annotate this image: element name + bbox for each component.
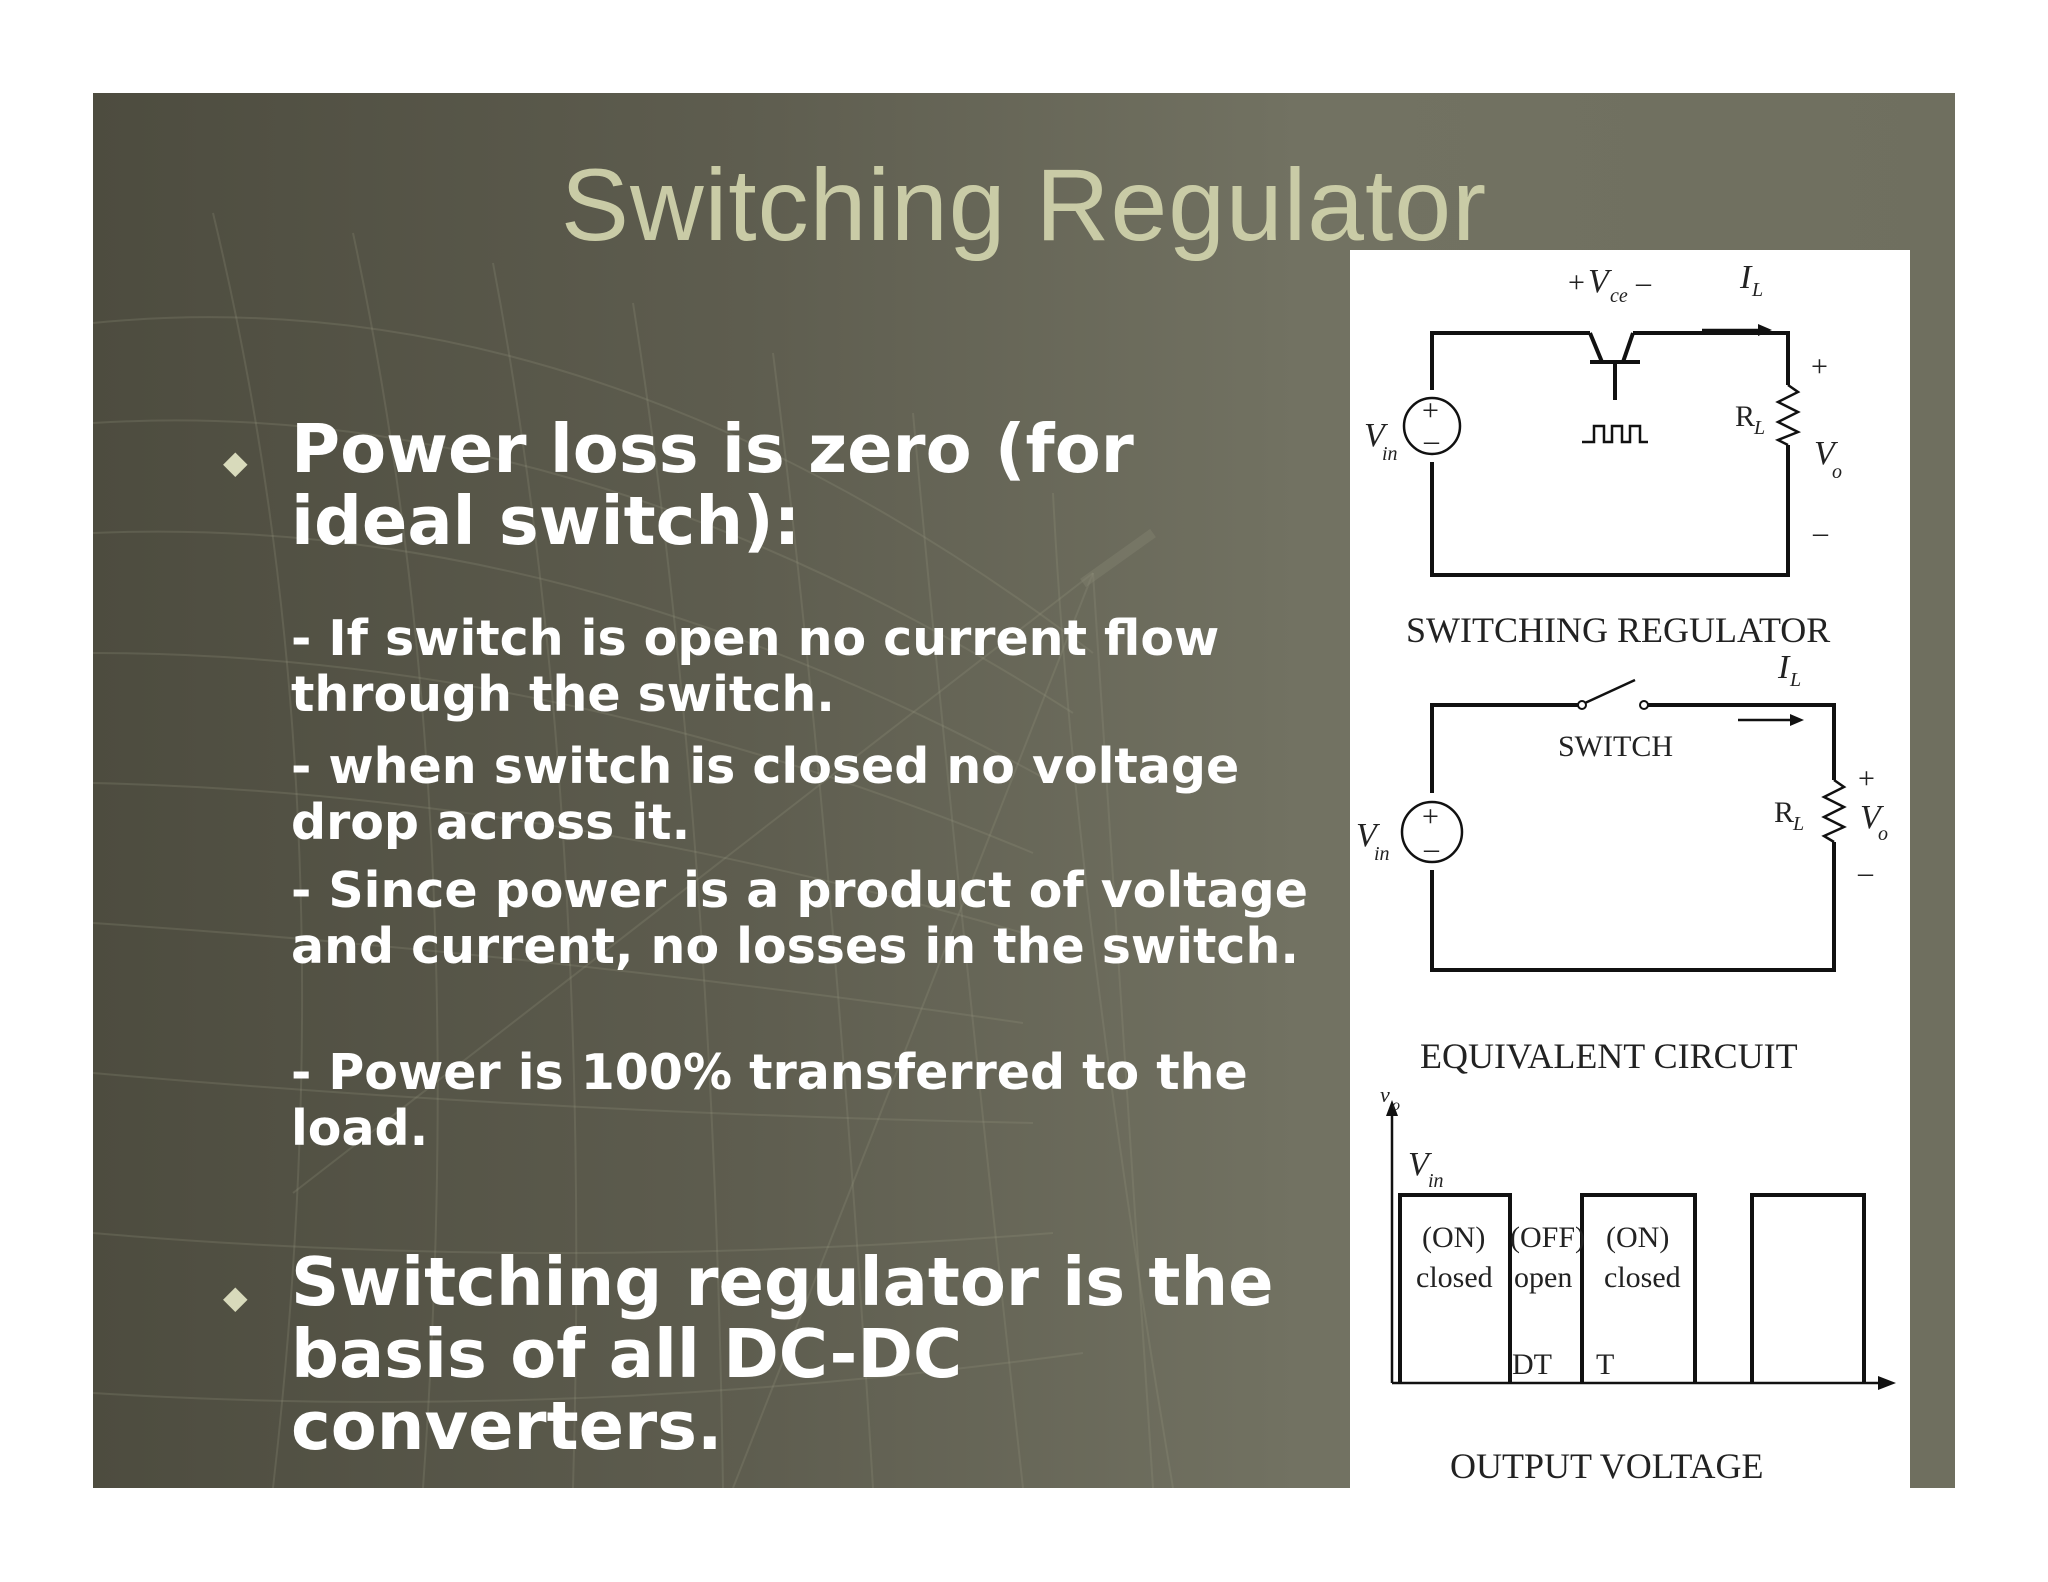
vin-subscript: in xyxy=(1382,443,1398,465)
equivalent-circuit-caption: EQUIVALENT CIRCUIT xyxy=(1420,1036,1798,1076)
vin-level-subscript: in xyxy=(1428,1170,1444,1192)
vce-plus-sign: + xyxy=(1568,266,1585,299)
output-voltage-caption: OUTPUT VOLTAGE xyxy=(1450,1446,1763,1486)
equivalent-circuit-diagram: + – SWITCH I L V in R L + V o – EQUIVALE… xyxy=(1356,649,1888,1076)
switch-contact-left xyxy=(1577,700,1587,710)
voltage-source-icon xyxy=(1402,396,1462,456)
switch-label: SWITCH xyxy=(1558,730,1673,763)
x-axis-arrowhead-icon xyxy=(1878,1376,1896,1390)
bullet-power-loss: Power loss is zero (for ideal switch): xyxy=(291,410,1134,560)
current-arrowhead-icon xyxy=(1790,714,1804,726)
switch-contact-right xyxy=(1639,700,1649,710)
background-grid-decoration xyxy=(93,212,1174,1488)
y-axis-arrowhead-icon xyxy=(1386,1100,1398,1116)
bullet-dc-dc-basis: Switching regulator is the basis of all … xyxy=(291,1243,1274,1465)
current-label: I xyxy=(1739,259,1753,296)
bullet-diamond-icon: ◆ xyxy=(223,1278,248,1316)
pulse-waveform xyxy=(1398,1193,1866,1383)
sub-point-closed-switch: - when switch is closed no voltage drop … xyxy=(291,738,1240,851)
rl-label: R xyxy=(1774,796,1794,829)
sub-point-open-switch: - If switch is open no current flow thro… xyxy=(291,610,1220,723)
source-minus-sign: – xyxy=(1423,832,1440,865)
vin-subscript: in xyxy=(1374,843,1390,865)
vce-minus-sign: – xyxy=(1635,266,1652,299)
slide-title: Switching Regulator xyxy=(560,148,1488,262)
current-arrowhead-icon xyxy=(1758,324,1772,336)
vo-subscript: o xyxy=(1832,461,1842,483)
vo-axis-subscript: o xyxy=(1392,1097,1400,1114)
switching-regulator-diagram: + – + V ce – I L + – V in R L V o SWITCH… xyxy=(1364,259,1842,650)
rl-subscript: L xyxy=(1792,813,1804,835)
dt-mark: DT xyxy=(1512,1348,1552,1381)
output-voltage-waveform: v o V in (ON) closed (OFF) open (ON) clo… xyxy=(1380,1082,1896,1486)
circuit-diagrams-panel: + – + V ce – I L + – V in R L V o SWITCH… xyxy=(1350,250,1910,1490)
rl-label: R xyxy=(1735,400,1755,433)
vo-minus-sign: – xyxy=(1857,856,1874,889)
state-3-bottom: closed xyxy=(1604,1261,1681,1294)
switch-blade-icon xyxy=(1584,678,1636,705)
state-1-bottom: closed xyxy=(1416,1261,1493,1294)
pulse-train-icon xyxy=(1582,424,1648,444)
current-label: I xyxy=(1777,649,1791,686)
bullet-diamond-icon: ◆ xyxy=(223,443,248,481)
resistor-icon xyxy=(1774,383,1802,447)
vo-axis-label: v xyxy=(1380,1082,1390,1107)
sub-point-power-transferred: - Power is 100% transferred to the load. xyxy=(291,1044,1248,1157)
wire-loop xyxy=(1430,703,1836,972)
transistor-symbol xyxy=(1588,332,1640,400)
state-2-bottom: open xyxy=(1514,1261,1572,1294)
vo-minus-sign: – xyxy=(1812,516,1829,549)
state-1-top: (ON) xyxy=(1422,1221,1485,1254)
vo-plus-sign: + xyxy=(1811,350,1828,383)
voltage-source-icon xyxy=(1400,800,1464,864)
t-mark: T xyxy=(1596,1348,1614,1381)
state-2-top: (OFF) xyxy=(1510,1221,1585,1254)
source-plus-sign: + xyxy=(1422,394,1439,427)
source-minus-sign: – xyxy=(1423,424,1440,457)
current-subscript: L xyxy=(1751,279,1763,301)
source-plus-sign: + xyxy=(1422,800,1439,833)
current-subscript: L xyxy=(1789,669,1801,691)
rl-subscript: L xyxy=(1753,417,1765,439)
state-3-top: (ON) xyxy=(1606,1221,1669,1254)
switching-regulator-caption: SWITCHING REGULATOR xyxy=(1406,610,1830,650)
vo-plus-sign: + xyxy=(1858,762,1875,795)
wire-loop xyxy=(1430,331,1790,577)
vo-subscript: o xyxy=(1878,823,1888,845)
sub-point-power-product: - Since power is a product of voltage an… xyxy=(291,862,1308,975)
resistor-icon xyxy=(1821,778,1847,844)
circuit-diagrams: + – + V ce – I L + – V in R L V o SWITCH… xyxy=(1356,259,1896,1486)
vce-subscript: ce xyxy=(1610,285,1628,307)
